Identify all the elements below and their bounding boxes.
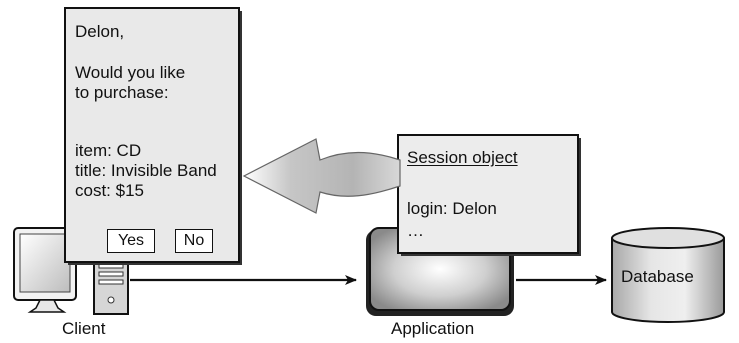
no-button[interactable]: No [175,229,213,253]
dialog-question-line2: to purchase: [75,83,169,102]
database-label: Database [621,267,694,286]
session-login: login: Delon [407,199,497,218]
dialog-cost: cost: $15 [75,181,144,200]
purchase-dialog: Delon, Would you like to purchase: item:… [65,8,239,262]
dialog-title: title: Invisible Band [75,161,217,180]
session-object-box: Session object login: Delon … [398,135,578,253]
application-label: Application [391,319,475,338]
purchase-dialog-frame [64,7,242,265]
session-to-client-arrow [242,138,401,214]
database-icon [611,227,725,323]
dialog-item: item: CD [75,141,142,160]
client-label: Client [62,319,106,338]
dialog-question-line1: Would you like [75,63,186,82]
session-object-frame [397,134,581,256]
session-title: Session object [407,148,518,167]
yes-button[interactable]: Yes [107,229,155,253]
session-ellipsis: … [407,221,424,240]
dialog-greeting: Delon, [75,22,125,41]
